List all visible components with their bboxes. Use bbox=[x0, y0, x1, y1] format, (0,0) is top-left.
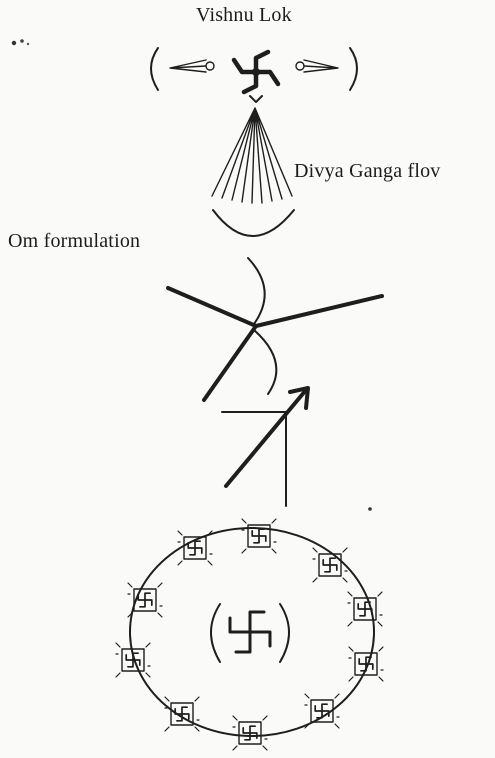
om-formulation-figure bbox=[168, 258, 382, 400]
center-swastika-icon bbox=[211, 604, 289, 662]
ring-swastika-icon bbox=[348, 592, 382, 626]
bowl-arc-icon bbox=[213, 210, 294, 236]
ink-dot bbox=[368, 507, 372, 511]
ring-swastika-icon bbox=[349, 647, 383, 681]
ink-smudge bbox=[12, 39, 29, 45]
divya-ganga-rays-icon bbox=[212, 108, 292, 203]
rising-arrow-icon bbox=[222, 388, 308, 506]
ring-swastika-icon bbox=[116, 643, 150, 677]
ring-swastika-icon bbox=[242, 519, 276, 553]
ring-swastika-icon bbox=[165, 697, 199, 731]
ring-swastika-icon bbox=[233, 716, 267, 750]
left-bracket-fan bbox=[151, 48, 214, 90]
top-swastika-icon bbox=[234, 52, 278, 102]
right-bracket-fan bbox=[296, 48, 357, 90]
